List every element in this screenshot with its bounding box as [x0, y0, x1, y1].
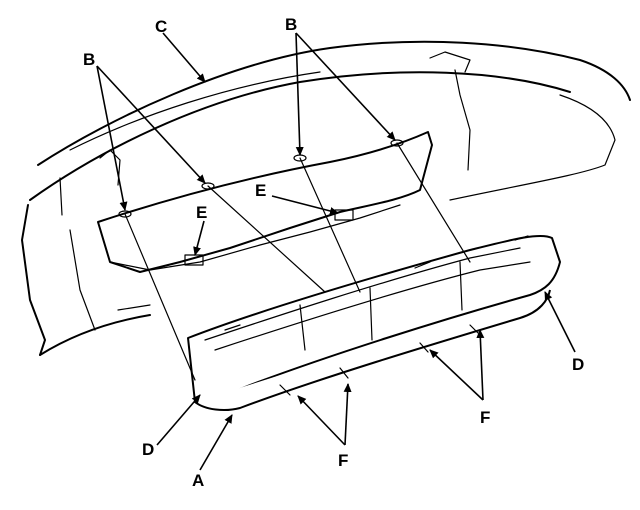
callout-e: E	[255, 181, 266, 200]
leader-lines	[96, 32, 576, 471]
callout-e: E	[196, 203, 207, 222]
callout-b: B	[83, 50, 95, 69]
bumper-cover	[187, 234, 561, 411]
callout-b: B	[285, 15, 297, 34]
callout-f: F	[338, 451, 348, 470]
callout-d: D	[142, 440, 154, 459]
callout-a: A	[192, 471, 204, 490]
callout-c: C	[155, 17, 167, 36]
callout-f: F	[480, 408, 490, 427]
body-panel	[21, 40, 631, 356]
callout-d: D	[572, 355, 584, 374]
upper-absorber	[97, 131, 433, 273]
